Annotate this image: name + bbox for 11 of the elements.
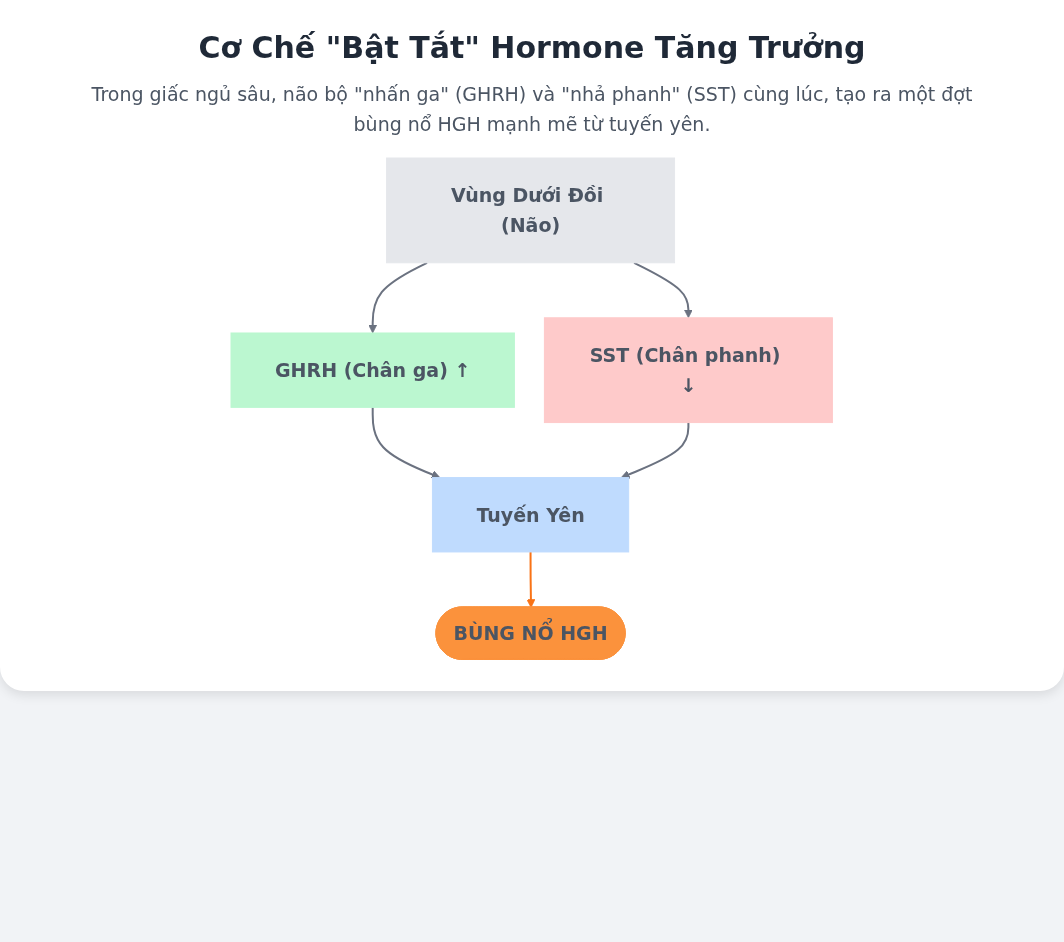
node-box: Vùng Dưới Đồi (Não) xyxy=(386,157,676,264)
title: Cơ Chế "Bật Tắt" Hormone Tăng Trưởng xyxy=(197,30,867,65)
arrow xyxy=(633,261,694,318)
arrow xyxy=(526,550,536,608)
node-box: GHRH (Chân ga) ↑ xyxy=(230,332,516,408)
node-box: SST (Chân phanh) ↓ xyxy=(544,317,834,423)
caption: Trong giấc ngủ sâu, não bộ "nhấn ga" (GHRH) và "nhả phanh" (SST) cùng lúc, tạo ra một đợt bùng nổ HGH mạnh mẽ từ tuyến yên. xyxy=(90,82,974,138)
node-box: Tuyến Yên xyxy=(432,476,630,553)
arrow xyxy=(372,406,441,479)
arrow xyxy=(368,261,429,334)
arrow xyxy=(621,421,690,479)
